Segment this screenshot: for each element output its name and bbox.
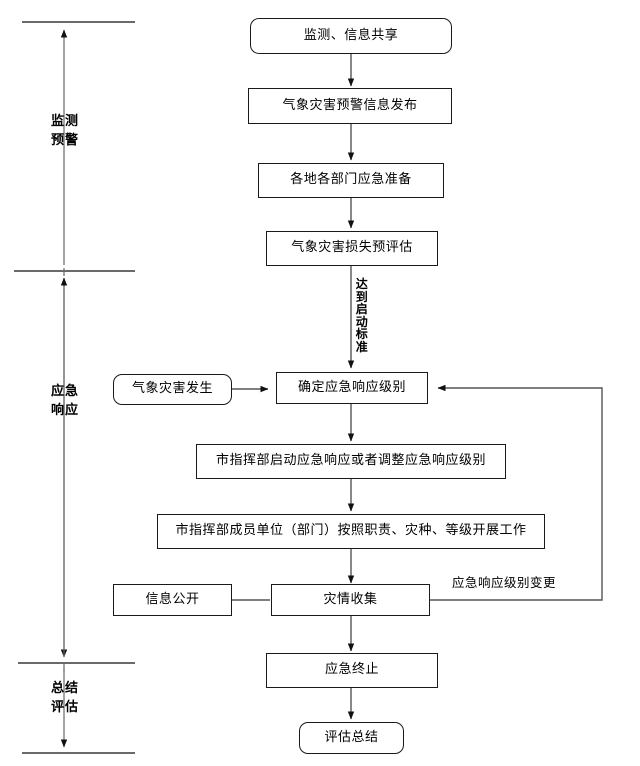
- phase-label-response: 应急 响应: [50, 384, 79, 418]
- node-city-hq-activate[interactable]: 市指挥部启动应急响应或者调整应急响应级别: [196, 444, 506, 479]
- node-disaster-occurs[interactable]: 气象灾害发生: [113, 374, 232, 405]
- node-assessment-summary[interactable]: 评估总结: [299, 722, 404, 754]
- node-info-disclosure[interactable]: 信息公开: [113, 584, 232, 616]
- node-departments-prepare[interactable]: 各地各部门应急准备: [258, 163, 444, 198]
- node-monitoring-sharing[interactable]: 监测、信息共享: [250, 18, 452, 54]
- side-connectors: [232, 385, 270, 601]
- node-loss-preassessment[interactable]: 气象灾害损失预评估: [266, 231, 438, 266]
- edge-label-level-change: 应急响应级别变更: [452, 575, 557, 590]
- node-warning-release[interactable]: 气象灾害预警信息发布: [248, 88, 452, 124]
- node-member-units-work[interactable]: 市指挥部成员单位（部门）按照职责、灾种、等级开展工作: [157, 514, 545, 549]
- node-emergency-termination[interactable]: 应急终止: [266, 653, 438, 688]
- edge-label-activation-standard: 达到启动标准: [355, 277, 369, 354]
- node-determine-level[interactable]: 确定应急响应级别: [276, 372, 428, 404]
- phase-label-summary: 总结 评估: [50, 681, 79, 715]
- feedback-loop-connector: [430, 384, 603, 601]
- phase-label-monitoring: 监测 预警: [50, 114, 79, 148]
- node-disaster-collection[interactable]: 灾情收集: [271, 584, 430, 616]
